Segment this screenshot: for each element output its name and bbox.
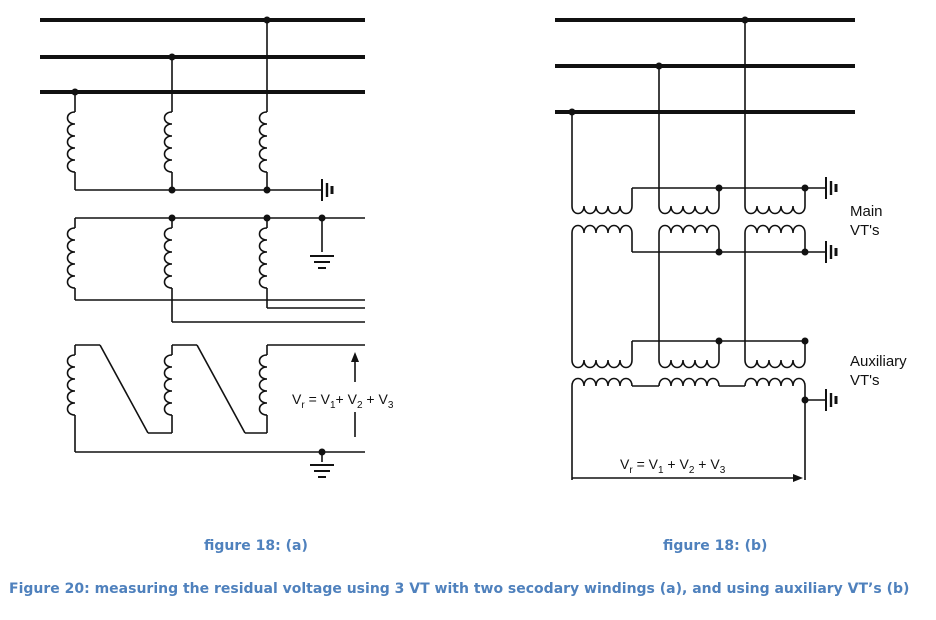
main-vts-label-line1: Main — [850, 203, 883, 220]
junction-dots-a — [71, 16, 326, 456]
earth-icon — [824, 387, 838, 413]
earth-icon — [320, 177, 334, 203]
earth-icon — [824, 175, 838, 201]
figure-b-caption: figure 18: (b) — [663, 538, 768, 554]
aux-vts-label-line2: VT's — [850, 372, 880, 389]
primary-windings-a — [66, 20, 322, 191]
broken-delta-windings-a — [66, 344, 365, 462]
aux-vt-primary — [571, 359, 633, 369]
residual-voltage-equation-b: Vr = V1 + V2 + V3 — [620, 456, 726, 476]
residual-voltage-diagram: Vr = V1+ V2 + V3 — [40, 16, 907, 482]
figure-a-caption: figure 18: (a) — [204, 538, 308, 554]
residual-voltage-equation-a: Vr = V1+ V2 + V3 — [292, 391, 394, 411]
earth-icon — [309, 464, 335, 478]
figure-main-caption: Figure 20: measuring the residual voltag… — [9, 581, 910, 597]
diagram-a — [40, 16, 365, 478]
junction-dots-b — [568, 16, 809, 404]
earth-icon — [824, 239, 838, 265]
main-vt-primary — [571, 205, 633, 215]
diagram-b — [555, 16, 855, 482]
aux-vts-label-line1: Auxiliary — [850, 353, 907, 370]
main-vts-label-line2: VT's — [850, 222, 880, 239]
secondary-windings-a — [66, 217, 365, 323]
earth-icon — [309, 255, 335, 269]
